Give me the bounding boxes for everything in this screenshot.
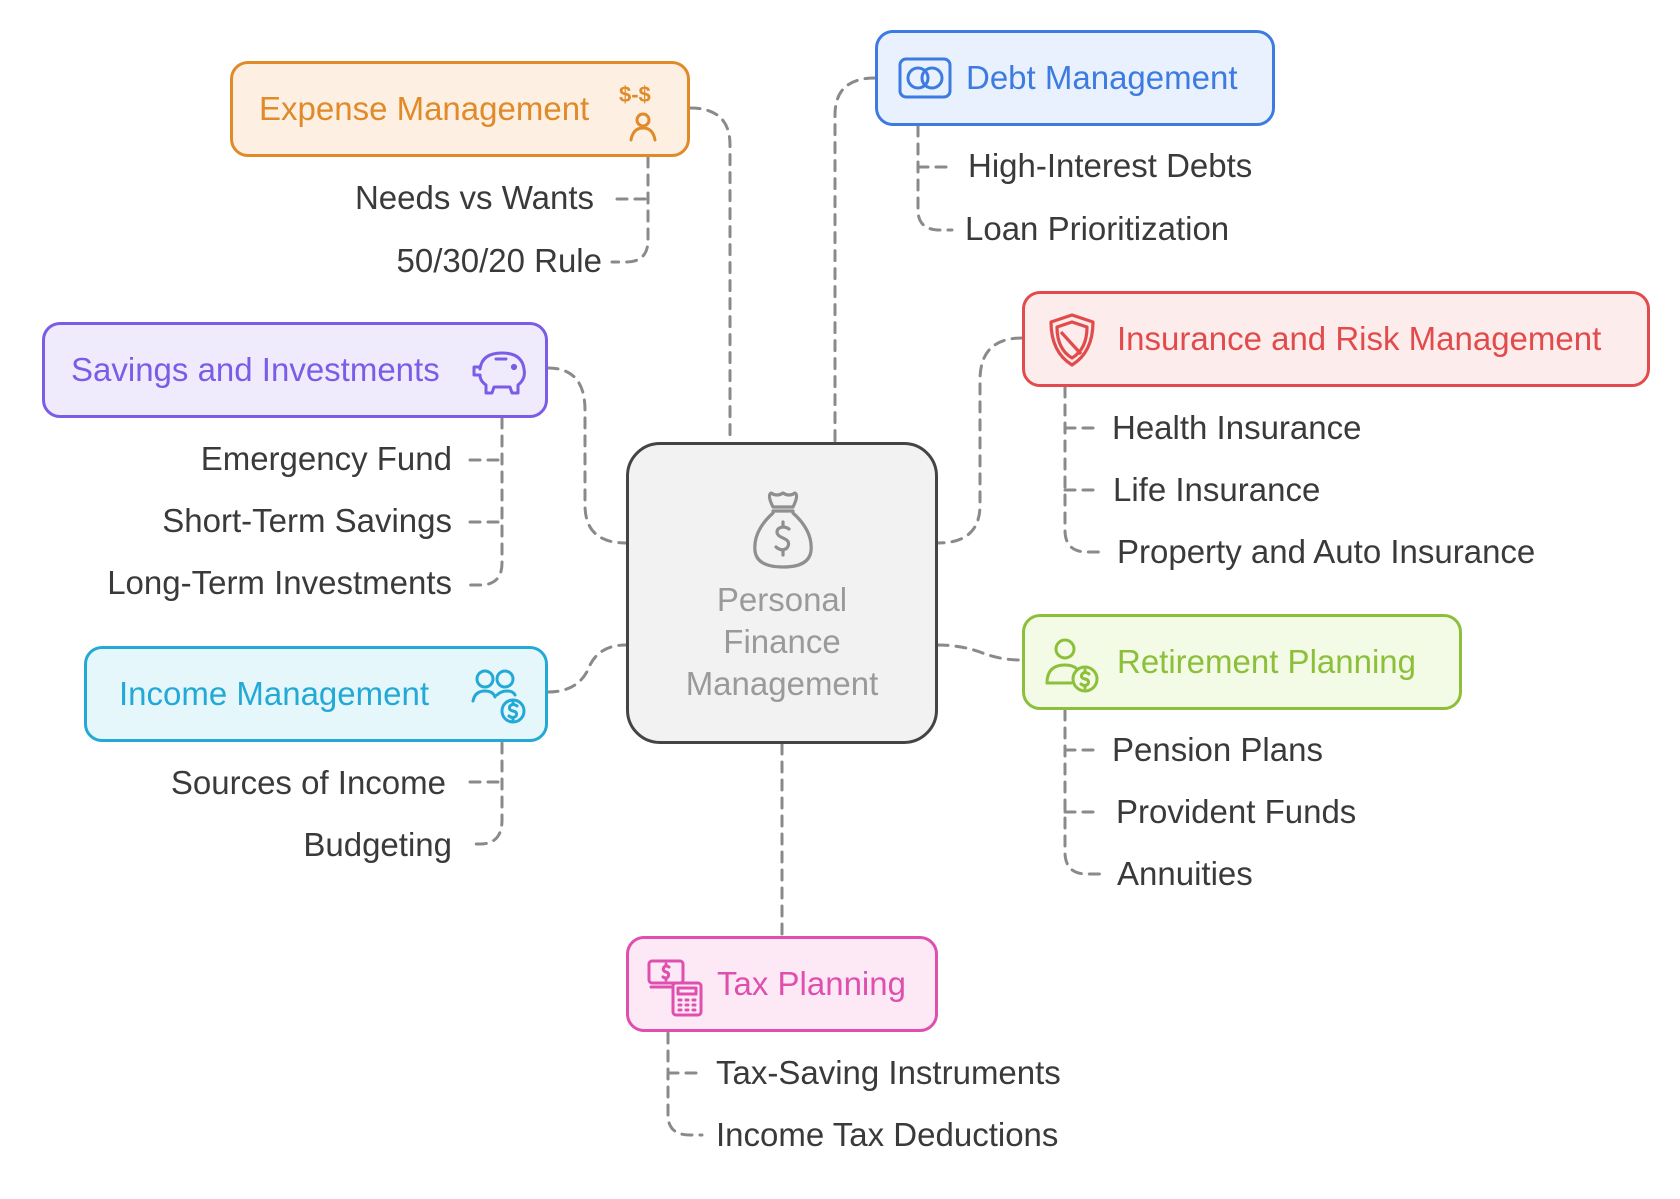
leaf-long-term-investments: Long-Term Investments (107, 564, 452, 601)
shield-icon (1049, 313, 1095, 367)
branch-income-management[interactable]: Income Management (84, 646, 548, 742)
leaf-needs-vs-wants: Needs vs Wants (354, 179, 594, 216)
branch-tax-planning[interactable]: Tax Planning (626, 936, 938, 1032)
leaf-sources-of-income: Sources of Income (170, 764, 446, 801)
branch-retirement-planning[interactable]: Retirement Planning (1022, 614, 1462, 710)
leaf-50-30-20-rule: 50/30/20 Rule (396, 242, 603, 279)
central-title-line-2: Finance (723, 623, 841, 660)
svg-text:$-$: $-$ (619, 82, 651, 107)
leaf-pension-plans: Pension Plans (1112, 731, 1323, 768)
connector-income-items (468, 741, 504, 846)
branch-label: Tax Planning (717, 965, 906, 1002)
connector-insurance (936, 336, 1024, 545)
branch-insurance-and-risk-management[interactable]: Insurance and Risk Management (1022, 291, 1650, 387)
branch-label: Income Management (119, 675, 430, 712)
branch-debt-management[interactable]: Debt Management (875, 30, 1275, 126)
leaf-tax-saving-instruments: Tax-Saving Instruments (716, 1054, 1061, 1091)
connector-retirement-items (1063, 708, 1102, 876)
branch-label: Insurance and Risk Management (1117, 320, 1602, 357)
connector-debt (833, 76, 877, 444)
branch-label: Savings and Investments (71, 351, 440, 388)
branch-label: Retirement Planning (1117, 643, 1416, 680)
leaf-high-interest-debts: High-Interest Debts (968, 147, 1253, 184)
piggy-bank-icon (472, 351, 526, 395)
connector-savings-items (468, 416, 504, 587)
leaf-short-term-savings: Short-Term Savings (162, 502, 452, 539)
connector-tax-items (666, 1031, 704, 1137)
credit-card-icon (898, 57, 952, 99)
person-money-icon (1045, 638, 1099, 693)
connector-expense-items (610, 155, 650, 264)
central-title-line-3: Management (685, 665, 879, 702)
leaf-income-tax-deductions: Income Tax Deductions (716, 1116, 1059, 1153)
connector-savings (546, 366, 628, 545)
central-topic-node[interactable]: Personal Finance Management (626, 442, 938, 744)
connector-expense (688, 106, 732, 444)
connector-debt-items (916, 124, 954, 232)
leaf-provident-funds: Provident Funds (1116, 793, 1357, 830)
people-money-icon (471, 669, 526, 724)
connector-retirement (936, 643, 1022, 662)
branch-label: Expense Management (259, 90, 590, 127)
leaf-annuities: Annuities (1117, 855, 1253, 892)
leaf-loan-prioritization: Loan Prioritization (965, 210, 1230, 247)
budget-person-icon: $-$ (619, 82, 657, 142)
branch-label: Debt Management (966, 59, 1238, 96)
money-calculator-icon (647, 959, 703, 1017)
leaf-budgeting: Budgeting (303, 826, 452, 863)
leaf-health-insurance: Health Insurance (1112, 409, 1362, 446)
branch-expense-management[interactable]: Expense Management $-$ (230, 61, 690, 157)
connector-insurance-items (1063, 385, 1102, 554)
leaf-property-and-auto-insurance: Property and Auto Insurance (1117, 533, 1536, 570)
connector-income (546, 643, 628, 694)
central-title-line-1: Personal (716, 581, 848, 618)
leaf-life-insurance: Life Insurance (1113, 471, 1321, 508)
money-bag-icon (753, 491, 813, 569)
leaf-emergency-fund: Emergency Fund (200, 440, 452, 477)
branch-savings-and-investments[interactable]: Savings and Investments (42, 322, 548, 418)
